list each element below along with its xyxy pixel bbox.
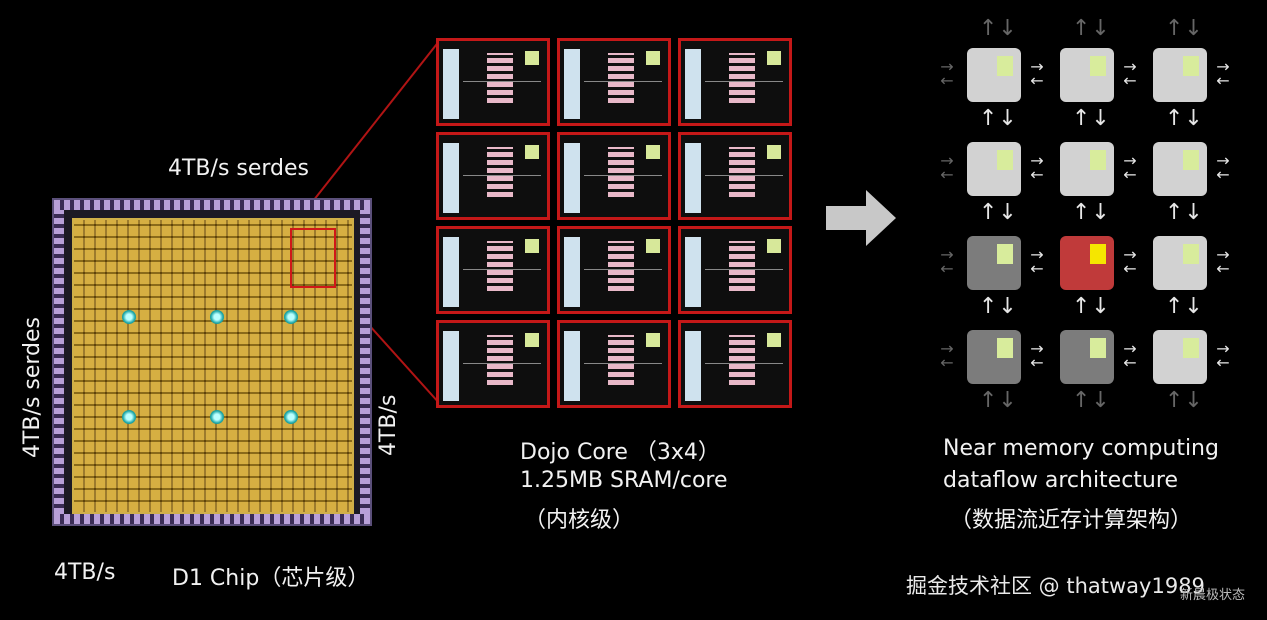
compute-tile [1060,48,1114,102]
vertical-arrows-icon: ↑↓ [979,106,1018,131]
chip-top-label: 4TB/s serdes [168,156,310,181]
dojo-core-tile [436,226,550,314]
memory-marker [1183,56,1199,76]
compute-tile [1153,48,1207,102]
dojo-core-tile [557,226,671,314]
chip-left-label: 4TB/s serdes [20,316,45,458]
right-arrow-icon [826,190,896,246]
chip-right-label: 4TB/s [376,394,401,456]
horizontal-arrows-icon: →← [1216,339,1230,372]
horizontal-arrows-icon: →← [1123,245,1137,278]
dojo-core-grid [436,38,794,408]
horizontal-arrows-icon: →← [1123,339,1137,372]
core-caption-line3: （内核级） [524,508,635,533]
dojo-core-tile [557,320,671,408]
chip-node [284,410,298,424]
vertical-arrows-icon: ↑↓ [1072,388,1111,413]
chip-node [122,310,136,324]
horizontal-arrows-icon: →← [940,339,954,372]
dojo-core-tile [678,320,792,408]
horizontal-arrows-icon: →← [1123,57,1137,90]
chip-core-array [72,218,354,514]
vertical-arrows-icon: ↑↓ [1165,388,1204,413]
dataflow-grid: ↑↓ ↑↓ ↑↓ ↑↓ ↑↓ ↑↓ ↑↓ ↑↓ ↑↓ ↑↓ ↑↓ ↑↓ ↑↓ ↑↓ ↑↓ →← →← →← →← →←… [925,14,1245,419]
memory-marker [1090,244,1106,264]
chip-node [210,310,224,324]
horizontal-arrows-icon: →← [1030,339,1044,372]
vertical-arrows-icon: ↑↓ [979,388,1018,413]
compute-tile [1153,330,1207,384]
dojo-core-tile [557,38,671,126]
vertical-arrows-icon: ↑↓ [1165,16,1204,41]
compute-tile [967,330,1021,384]
compute-tile [967,142,1021,196]
vertical-arrows-icon: ↑↓ [1072,294,1111,319]
compute-tile [1060,236,1114,290]
horizontal-arrows-icon: →← [1216,151,1230,184]
dataflow-caption-line3: （数据流近存计算架构） [950,508,1193,533]
compute-tile [1060,142,1114,196]
dojo-core-tile [557,132,671,220]
memory-marker [997,244,1013,264]
chip-node [284,310,298,324]
compute-tile [967,236,1021,290]
horizontal-arrows-icon: →← [1030,245,1044,278]
chip-node [210,410,224,424]
dataflow-caption-line1: Near memory computing [943,436,1219,461]
dojo-core-tile [436,132,550,220]
vertical-arrows-icon: ↑↓ [979,200,1018,225]
memory-marker [1183,244,1199,264]
vertical-arrows-icon: ↑↓ [1165,106,1204,131]
vertical-arrows-icon: ↑↓ [1165,294,1204,319]
compute-tile [1060,330,1114,384]
vertical-arrows-icon: ↑↓ [1072,16,1111,41]
chip-node [122,410,136,424]
watermark: 掘金技术社区 @ thatway1989 [906,574,1205,598]
memory-marker [1090,150,1106,170]
chip-zoom-region [290,228,336,288]
horizontal-arrows-icon: →← [1216,245,1230,278]
dojo-core-tile [436,320,550,408]
vertical-arrows-icon: ↑↓ [1072,106,1111,131]
chip-bottom-label: 4TB/s [54,560,116,585]
vertical-arrows-icon: ↑↓ [979,16,1018,41]
horizontal-arrows-icon: →← [940,245,954,278]
horizontal-arrows-icon: →← [940,57,954,90]
chip-caption: D1 Chip（芯片级） [172,566,370,591]
horizontal-arrows-icon: →← [1123,151,1137,184]
memory-marker [1183,338,1199,358]
d1-chip-die [52,198,372,526]
compute-tile [967,48,1021,102]
dojo-core-tile [436,38,550,126]
vertical-arrows-icon: ↑↓ [1072,200,1111,225]
memory-marker [1183,150,1199,170]
memory-marker [997,150,1013,170]
dataflow-caption-line2: dataflow architecture [943,468,1178,493]
horizontal-arrows-icon: →← [1216,57,1230,90]
compute-tile [1153,236,1207,290]
memory-marker [997,338,1013,358]
memory-marker [1090,338,1106,358]
memory-marker [1090,56,1106,76]
horizontal-arrows-icon: →← [1030,57,1044,90]
dojo-core-tile [678,226,792,314]
core-caption-line1: Dojo Core （3x4） [520,440,720,465]
horizontal-arrows-icon: →← [1030,151,1044,184]
vertical-arrows-icon: ↑↓ [979,294,1018,319]
horizontal-arrows-icon: →← [940,151,954,184]
compute-tile [1153,142,1207,196]
watermark-overlay: 新晨极状态 [1180,588,1246,603]
core-caption-line2: 1.25MB SRAM/core [520,468,728,493]
vertical-arrows-icon: ↑↓ [1165,200,1204,225]
dojo-core-tile [678,132,792,220]
memory-marker [997,56,1013,76]
dojo-core-tile [678,38,792,126]
